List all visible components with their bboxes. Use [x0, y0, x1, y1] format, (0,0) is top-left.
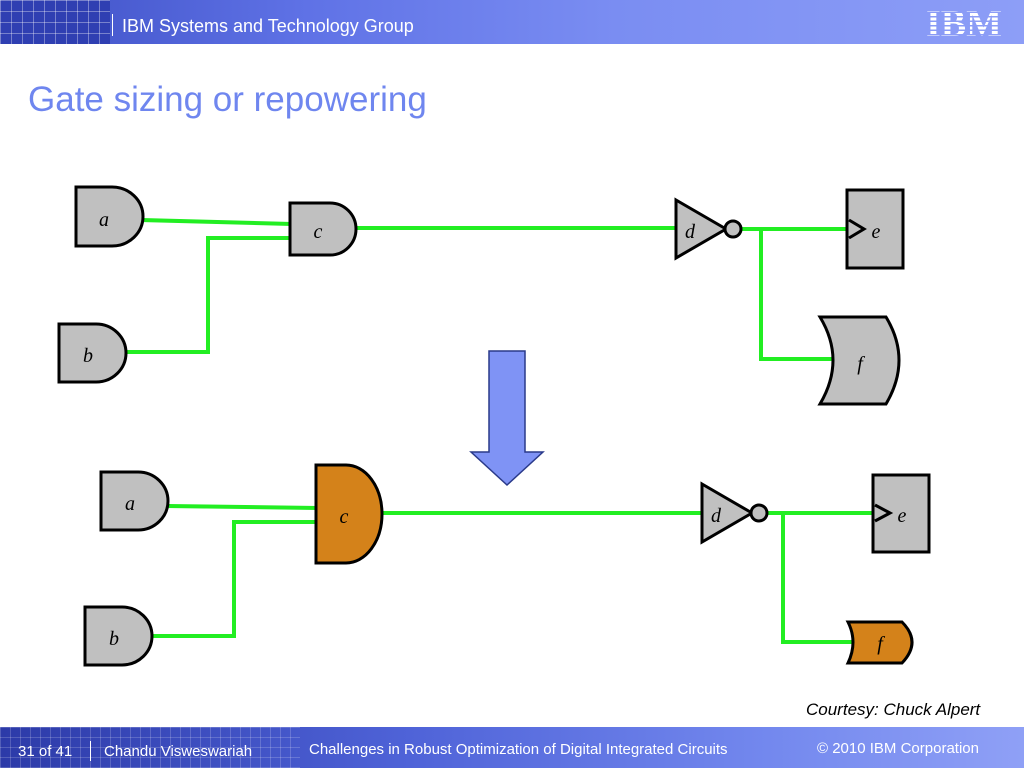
bottom-gate-d-bubble [749, 503, 769, 523]
top-gate-f: f [817, 315, 901, 406]
top-gate-d-label: d [685, 221, 696, 243]
bottom-gate-e-label: e [898, 505, 907, 527]
wire-top-d-f [759, 227, 834, 361]
footer-author: Chandu Visweswariah [104, 743, 253, 760]
bottom-gate-b: b [83, 605, 154, 667]
bottom-gate-f-resized: f [845, 620, 914, 665]
header-group-title: IBM Systems and Technology Group [122, 16, 414, 36]
wire-top-a-c [139, 217, 293, 227]
wire-bottom-b-c [150, 520, 318, 638]
top-wires [124, 217, 849, 361]
bottom-gate-d: d [700, 481, 769, 545]
top-gate-e-label: e [872, 221, 881, 243]
top-gate-b-label: b [83, 345, 93, 367]
footer-separator [90, 741, 91, 761]
top-gate-a: a [74, 185, 145, 248]
wire-bottom-d-f [781, 511, 854, 644]
top-gate-e: e [845, 188, 905, 270]
ibm-logo: IBM [926, 4, 1002, 40]
bottom-gate-b-label: b [109, 628, 119, 650]
top-gate-d: d [674, 197, 743, 261]
slide-title: Gate sizing or repowering [28, 80, 427, 119]
footer-copyright: © 2010 IBM Corporation [817, 740, 979, 757]
courtesy-credit: Courtesy: Chuck Alpert [806, 700, 981, 719]
top-gate-f-label: f [857, 353, 865, 375]
bottom-gate-a: a [99, 470, 170, 532]
bottom-gate-e-clock [874, 503, 894, 523]
top-gate-a-label: a [99, 209, 109, 231]
top-gate-b: b [57, 322, 128, 384]
footer-talk-title: Challenges in Robust Optimization of Dig… [309, 741, 728, 758]
page-number: 31 of 41 [18, 743, 73, 760]
top-gate-d-bubble [723, 219, 743, 239]
wire-top-b-c [124, 236, 292, 354]
bottom-wires [150, 503, 875, 644]
bottom-gate-e: e [871, 473, 931, 554]
top-gate-e-clock [848, 218, 867, 240]
bottom-gate-d-label: d [711, 505, 722, 527]
wire-bottom-a-c [165, 503, 319, 511]
ibm-logo-text: IBM [926, 4, 1002, 40]
down-arrow [469, 350, 545, 487]
header-grid-pattern [0, 0, 110, 44]
header-separator [112, 14, 113, 36]
bottom-gate-c-label: c [340, 506, 349, 528]
top-gate-c: c [288, 201, 358, 257]
footer-grid-pattern [0, 727, 300, 768]
footer-bar [0, 727, 1024, 768]
top-gate-c-label: c [314, 221, 323, 243]
bottom-gate-a-label: a [125, 493, 135, 515]
header-bar [0, 0, 1024, 44]
bottom-gate-c-resized: c [314, 463, 384, 565]
bottom-gate-f-label: f [877, 633, 885, 655]
